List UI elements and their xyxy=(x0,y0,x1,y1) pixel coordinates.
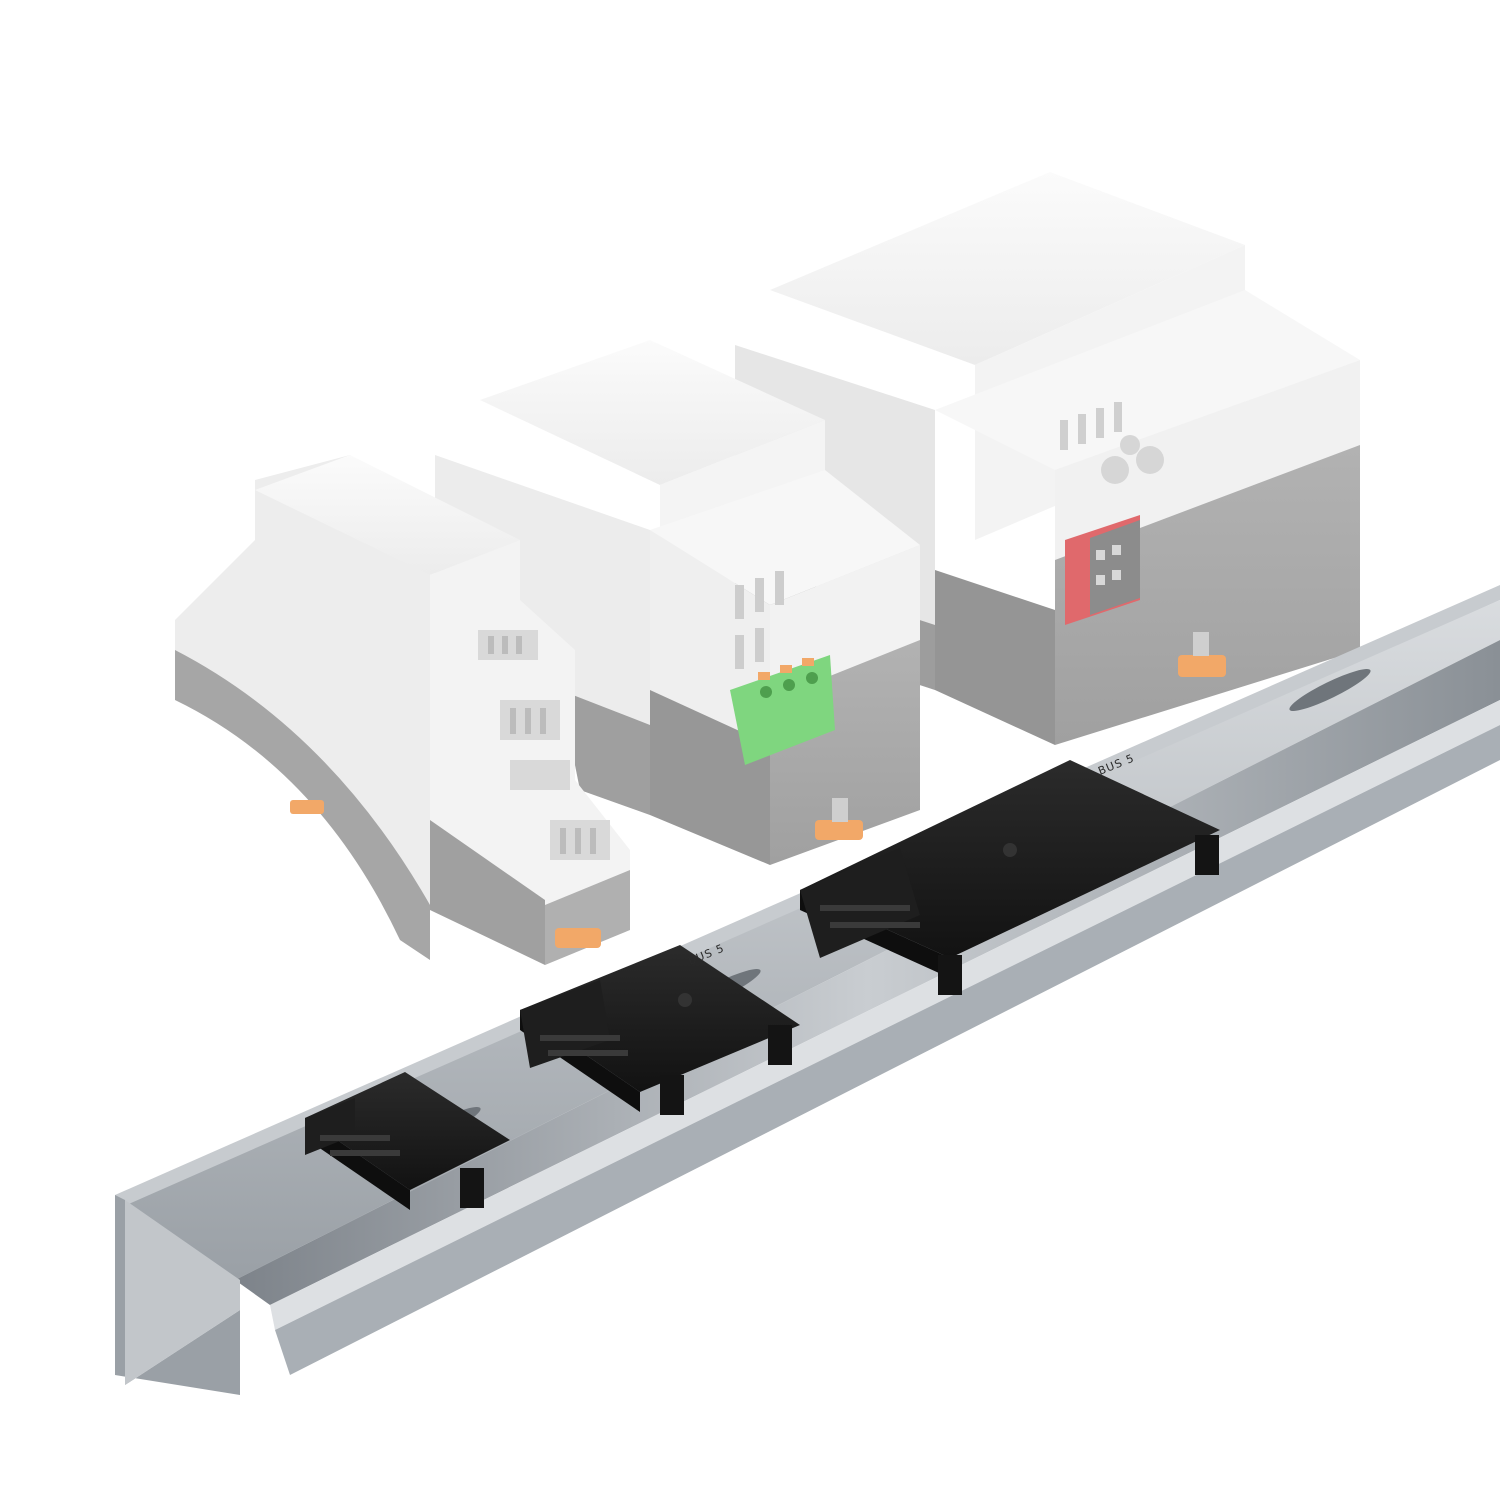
latch-icon xyxy=(1178,655,1226,677)
bus-connector-large: BUS 5 xyxy=(800,751,1220,995)
bus-connector-medium: BUS 5 xyxy=(520,941,800,1115)
terminal-block-red xyxy=(1065,515,1140,625)
terminal-block-green xyxy=(730,655,835,765)
latch-icon xyxy=(555,928,601,948)
latch-icon xyxy=(290,800,324,814)
din-housing-small xyxy=(175,455,630,965)
bus-connector-small xyxy=(305,1072,510,1210)
latch-icon xyxy=(815,820,863,840)
